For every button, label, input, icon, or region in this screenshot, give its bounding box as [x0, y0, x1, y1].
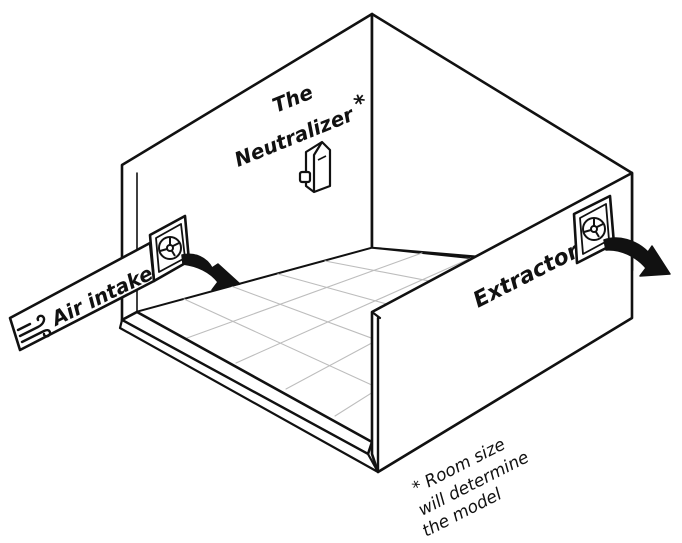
neutralizer-device-icon — [298, 140, 332, 194]
wind-icon — [16, 314, 52, 344]
extractor-arrow — [603, 237, 671, 277]
right-wall-top-edge — [370, 310, 382, 320]
intake-arrow — [181, 253, 241, 291]
right-wall — [370, 171, 634, 474]
extractor-fan-icon — [572, 194, 616, 265]
room-size-note: * Room size will determine the model — [409, 435, 532, 542]
room — [118, 12, 634, 474]
